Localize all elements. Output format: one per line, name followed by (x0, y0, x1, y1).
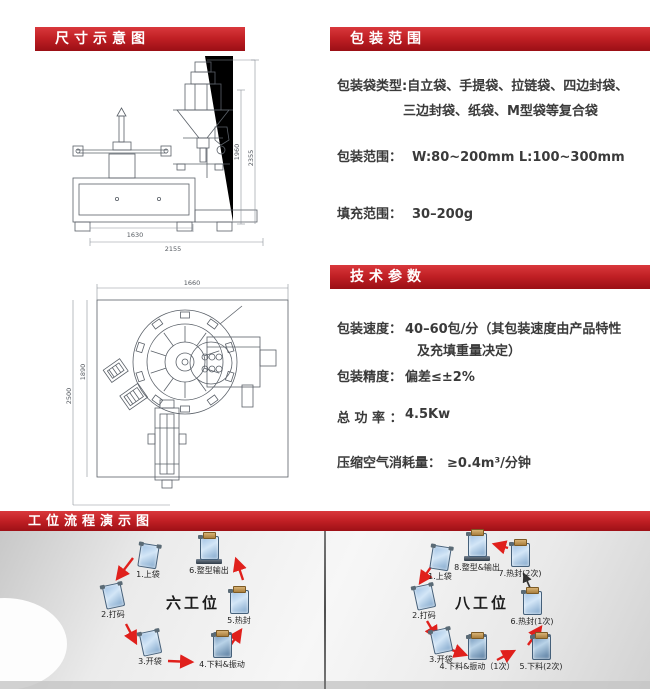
sealed-bag-icon (227, 586, 249, 614)
station-label: 7.热封(2次) (498, 569, 542, 578)
station-label: 5.热封 (227, 616, 251, 625)
precision-label: 包装精度： (337, 370, 403, 385)
eight-station-title: 八工位 (454, 594, 509, 612)
filling-range-label: 填充范围： (337, 207, 403, 222)
output-bag-icon (197, 532, 219, 560)
dim-height-inner: 1960 (233, 144, 241, 161)
bag-icon (412, 583, 436, 611)
pedestal-icon (464, 556, 490, 561)
station-eight-heat-seal-2: 7.热封(2次) (480, 539, 560, 579)
dim-top-width: 1660 (184, 279, 201, 287)
station-label: 4.下料&振动（1次） (439, 662, 515, 671)
bag-icon (138, 629, 162, 657)
flow-diagram-banner: 工位流程演示图 (0, 511, 650, 532)
station-eight-heat-seal-1: 6.热封(1次) (492, 587, 572, 627)
station-label: 8.整型&输出 (454, 563, 500, 572)
speed-value-line2: 及充填重量决定） (417, 344, 522, 359)
filling-range-row: 填充范围： 30–200g (337, 203, 473, 222)
precision-value: 偏差≤±2% (405, 370, 475, 385)
station-eight-load: 1.上袋 (400, 544, 480, 582)
station-label: 6.整型输出 (189, 566, 229, 575)
packing-range-value: W:80~200mm L:100~300mm (412, 150, 625, 165)
dim-depth-total: 2500 (65, 388, 73, 405)
station-label: 1.上袋 (136, 570, 160, 579)
side-view-drawing: 1630 2155 1960 2355 (72, 56, 264, 253)
station-label: 3.开袋 (429, 655, 453, 664)
dim-depth-inner: 1890 (79, 364, 87, 381)
station-label: 1.上袋 (428, 572, 452, 581)
station-six-coding: 2.打码 (73, 582, 153, 620)
station-eight-open: 3.开袋 (401, 627, 481, 665)
size-diagram-banner: 尺寸示意图 (35, 27, 245, 51)
filling-machine-icon (465, 632, 487, 660)
packing-range-row: 包装范围： W:80~200mm L:100~300mm (337, 146, 625, 165)
sealed-bag-icon (520, 587, 542, 615)
station-label: 5.下料(2次) (519, 662, 563, 671)
sealed-bag-icon (508, 539, 530, 567)
air-consumption-value: ≥0.4m³/分钟 (447, 456, 531, 471)
dim-height-total: 2355 (247, 150, 255, 167)
bag-icon (136, 542, 160, 570)
speed-value-line1: 40–60包/分（其包装速度由产品特性 (405, 322, 622, 337)
power-label: 总 功 率 ： (337, 411, 403, 426)
six-station-title: 六工位 (165, 594, 220, 612)
station-six-load: 1.上袋 (108, 542, 188, 580)
packing-scope-banner: 包装范围 (330, 27, 650, 51)
station-label: 2.打码 (412, 611, 436, 620)
panel-divider (324, 531, 326, 689)
station-label: 4.下料&振动 (199, 660, 245, 669)
dim-total-width: 2155 (165, 245, 182, 253)
station-eight-fill-vibrate-1: 4.下料&振动（1次） (437, 632, 517, 672)
station-eight-shape-output: 8.整型&输出 (437, 529, 517, 573)
station-label: 3.开袋 (138, 657, 162, 666)
station-label: 6.热封(1次) (510, 617, 554, 626)
station-six-fill-vibrate: 4.下料&振动 (182, 630, 262, 670)
station-eight-coding: 2.打码 (384, 583, 464, 621)
power-value: 4.5Kw (405, 407, 451, 422)
air-consumption-label: 压缩空气消耗量： (337, 456, 442, 471)
bag-icon (101, 582, 125, 610)
bag-types-line1: 包装袋类型:自立袋、手提袋、拉链袋、四边封袋、 (337, 79, 629, 94)
station-six-heat-seal: 5.热封 (199, 586, 279, 626)
output-bag-icon (465, 529, 487, 557)
station-eight-fill-2: 5.下料(2次) (501, 632, 581, 672)
station-label: 2.打码 (101, 610, 125, 619)
station-six-shape-output: 6.整型输出 (169, 532, 249, 576)
top-view-drawing: 1660 1890 2500 (65, 279, 289, 506)
dim-base-width: 1630 (127, 231, 144, 239)
packing-range-label: 包装范围： (337, 150, 403, 165)
pedestal-icon (196, 559, 222, 564)
station-six-open: 3.开袋 (110, 629, 190, 667)
speed-label: 包装速度： (337, 322, 403, 337)
bag-types-line2: 三边封袋、纸袋、M型袋等复合袋 (403, 104, 598, 119)
tech-params-banner: 技术参数 (330, 265, 650, 289)
filling-machine-icon (529, 632, 551, 660)
filling-machine-icon (210, 630, 232, 658)
filling-range-value: 30–200g (412, 207, 474, 222)
